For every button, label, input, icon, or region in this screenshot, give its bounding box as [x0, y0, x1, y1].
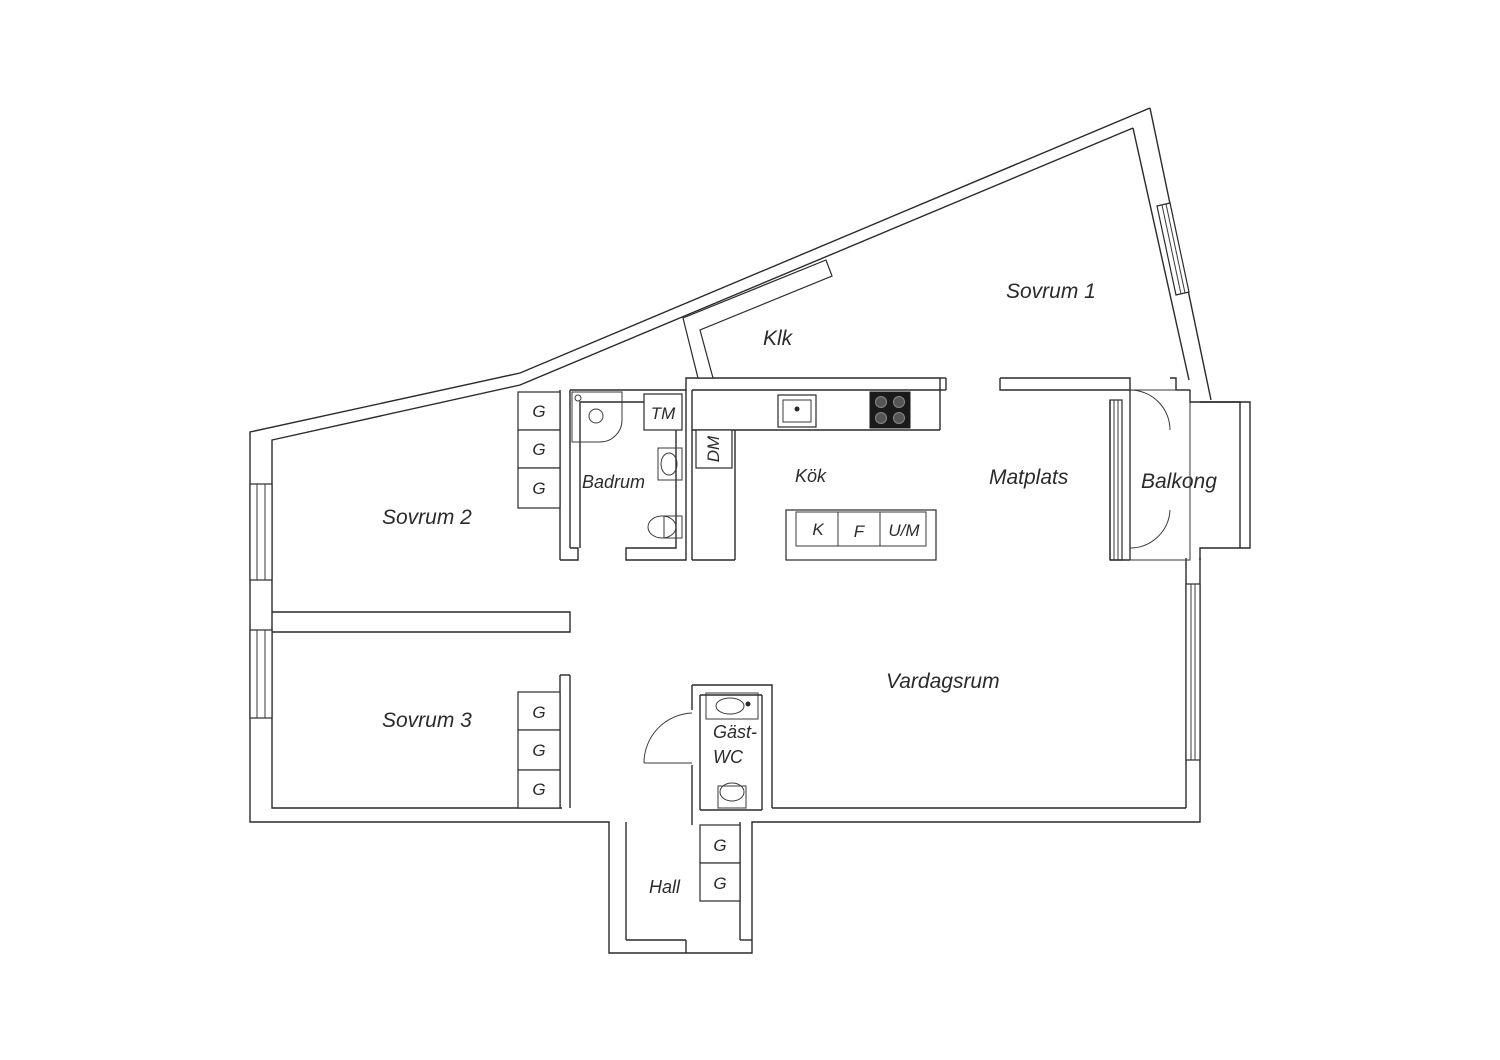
room-label-sovrum2: Sovrum 2	[382, 506, 472, 529]
freezer-label: F	[854, 522, 866, 541]
doors	[643, 389, 1171, 764]
room-label-kok: Kök	[795, 466, 827, 486]
outer-walls	[249, 107, 1212, 954]
room-label-sovrum3: Sovrum 3	[382, 709, 472, 732]
wardrobe-label: G	[532, 479, 545, 498]
wardrobe-group-sovrum2	[517, 391, 561, 509]
wardrobe-label: G	[713, 836, 726, 855]
room-label-sovrum1: Sovrum 1	[1006, 280, 1096, 303]
room-label-matplats: Matplats	[989, 466, 1069, 489]
balcony	[1129, 389, 1251, 561]
guest-wc-fixtures	[705, 692, 759, 809]
wardrobe-label: G	[532, 402, 545, 421]
wardrobe-label: G	[532, 440, 545, 459]
oven-microwave-label: U/M	[888, 521, 920, 540]
room-label-gastwc-line1: Gäst-	[713, 722, 757, 742]
wardrobe-label: G	[532, 741, 545, 760]
room-label-hall: Hall	[649, 877, 681, 897]
kitchen-fixtures	[695, 391, 937, 561]
windows	[249, 202, 1201, 761]
room-label-vardagsrum: Vardagsrum	[886, 670, 1000, 693]
wardrobe-label: G	[532, 703, 545, 722]
washing-machine-label: TM	[651, 404, 676, 423]
dishwasher-label: DM	[704, 435, 723, 462]
room-label-badrum: Badrum	[582, 472, 645, 492]
wardrobe-label: G	[532, 780, 545, 799]
wardrobe-group-sovrum3	[517, 691, 561, 809]
wardrobe-group-hall	[699, 824, 741, 902]
wardrobe-label: G	[713, 874, 726, 893]
room-label-balkong: Balkong	[1141, 470, 1217, 493]
fridge-label: K	[812, 520, 824, 539]
room-label-gastwc-line2: WC	[713, 747, 744, 767]
bathroom-fixtures	[571, 391, 683, 539]
interior-walls	[272, 259, 1190, 825]
room-label-klk: Klk	[763, 327, 794, 350]
